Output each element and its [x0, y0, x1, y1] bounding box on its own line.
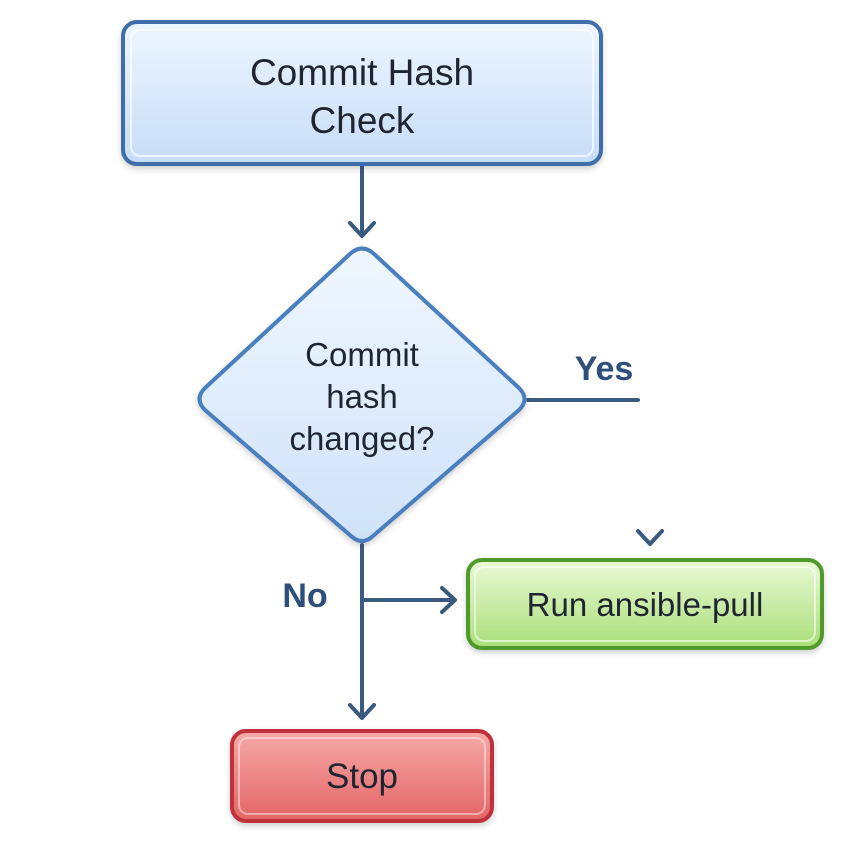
- arrowhead-no: [348, 703, 376, 720]
- arrowhead-yes: [636, 529, 664, 546]
- node-stop: [230, 729, 494, 823]
- edge-label-yes: Yes: [575, 350, 634, 388]
- node-stop-label: Stop: [326, 757, 398, 796]
- node-commit-hash-check-line1: Commit Hash: [250, 52, 474, 93]
- edges: [348, 164, 664, 720]
- node-run-ansible-pull: [466, 558, 824, 650]
- node-commit-hash-check: [121, 20, 603, 166]
- decision-text-line2: hash: [326, 378, 398, 415]
- arrowhead-start-to-decision: [348, 221, 376, 238]
- decision-text-line3: changed?: [290, 420, 435, 457]
- decision-text-line1: Commit: [305, 336, 419, 373]
- edge-label-no: No: [282, 577, 327, 615]
- node-run-ansible-pull-label: Run ansible-pull: [527, 586, 764, 623]
- node-commit-hash-check-line2: Check: [310, 100, 415, 141]
- arrowhead-branch-to-action: [440, 586, 457, 614]
- node-decision-commit-hash-changed: [197, 246, 527, 543]
